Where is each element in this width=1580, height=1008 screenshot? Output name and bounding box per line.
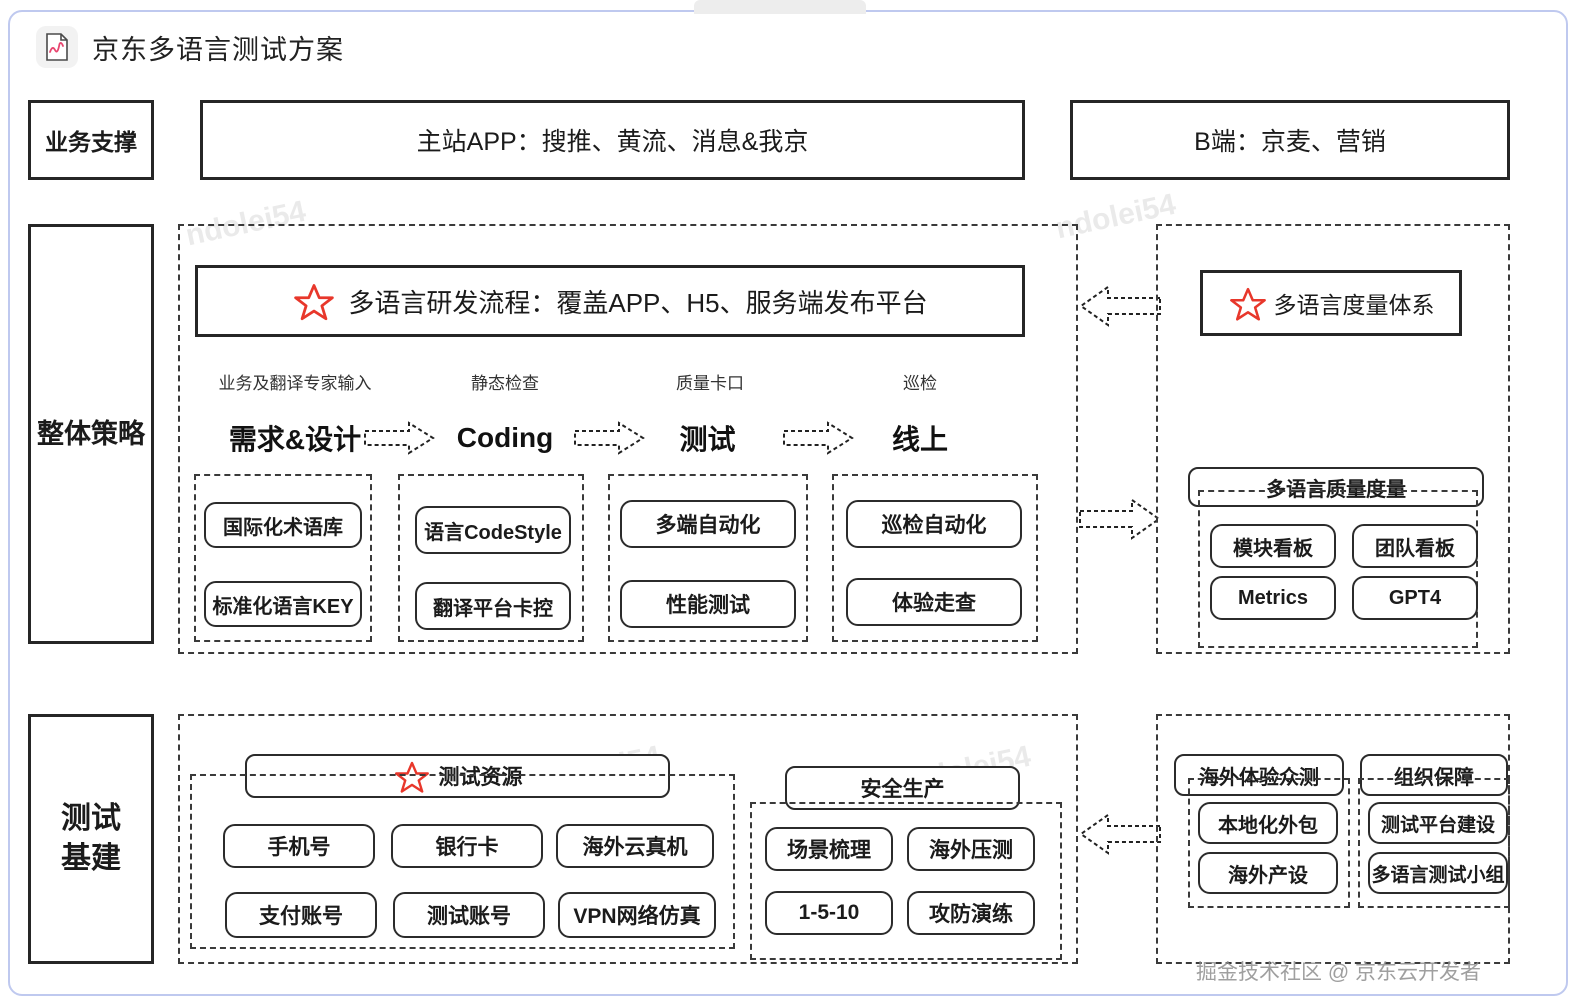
infra-right-group-0-title: 海外体验众测 (1174, 754, 1344, 796)
document-chart-icon (36, 26, 78, 68)
strategy-item-3-1[interactable]: 体验走查 (846, 578, 1022, 626)
metrics-item-3[interactable]: GPT4 (1352, 576, 1478, 620)
watermark-text: 掘金技术社区 @ 京东云开发者 (1196, 961, 1481, 984)
test-resource-title-text: 测试资源 (438, 766, 523, 789)
infra-right-group-1-item-0[interactable]: 测试平台建设 (1368, 802, 1508, 844)
business-main-app-box: 主站APP：搜推、黄流、消息&我京 (200, 100, 1025, 180)
flow-stage-2: 测试 (679, 424, 736, 455)
safe-production-item-0[interactable]: 场景梳理 (765, 827, 893, 871)
strategy-column-3 (832, 474, 1038, 642)
section-label-test-infrastructure-text: 测试基建 (61, 801, 121, 876)
infra-right-group-1-item-1[interactable]: 多语言测试小组 (1368, 852, 1508, 894)
infra-middle-container (178, 714, 1078, 964)
section-label-overall-strategy-text: 整体策略 (37, 418, 145, 449)
section-label-overall-strategy: 整体策略 (28, 224, 154, 644)
metrics-title-text: 多语言度量体系 (1273, 292, 1435, 318)
stage-caption-2: 质量卡口 (676, 373, 744, 393)
strategy-item-2-0[interactable]: 多端自动化 (620, 500, 796, 548)
strategy-item-3-0[interactable]: 巡检自动化 (846, 500, 1022, 548)
test-resource-item-3[interactable]: 支付账号 (225, 892, 377, 938)
test-resource-item-4[interactable]: 测试账号 (393, 892, 545, 938)
infra-right-group-0-item-0[interactable]: 本地化外包 (1198, 802, 1338, 844)
section-label-business-support: 业务支撑 (28, 100, 154, 180)
test-resource-item-5[interactable]: VPN网络仿真 (558, 892, 716, 938)
test-resource-item-1[interactable]: 银行卡 (391, 824, 543, 868)
section-label-test-infrastructure: 测试基建 (28, 714, 154, 964)
strategy-column-2 (608, 474, 808, 642)
red-star-icon (1228, 286, 1268, 324)
page-title: 京东多语言测试方案 (92, 34, 344, 65)
strategy-item-0-1[interactable]: 标准化语言KEY (204, 581, 362, 627)
safe-production-container (750, 802, 1062, 960)
red-star-icon (292, 282, 336, 324)
business-b-side-box: B端：京麦、营销 (1070, 100, 1510, 180)
dashed-arrow-right-icon (782, 420, 854, 456)
metrics-item-0[interactable]: 模块看板 (1210, 524, 1336, 568)
dashed-arrow-right-icon (1078, 497, 1162, 541)
test-resource-item-2[interactable]: 海外云真机 (556, 824, 714, 868)
strategy-column-1 (398, 474, 584, 642)
safe-production-item-1[interactable]: 海外压测 (907, 827, 1035, 871)
strategy-item-2-1[interactable]: 性能测试 (620, 580, 796, 628)
strategy-item-0-0[interactable]: 国际化术语库 (204, 502, 362, 548)
strategy-item-1-0[interactable]: 语言CodeStyle (415, 506, 571, 554)
dashed-arrow-left-icon (1078, 284, 1162, 328)
flow-title-box: 多语言研发流程：覆盖APP、H5、服务端发布平台 (195, 265, 1025, 337)
safe-production-item-3[interactable]: 攻防演练 (907, 891, 1035, 935)
stage-caption-0: 业务及翻译专家输入 (218, 373, 372, 393)
safe-production-item-2[interactable]: 1-5-10 (765, 891, 893, 935)
dashed-arrow-right-icon (573, 420, 645, 456)
test-resource-item-0[interactable]: 手机号 (223, 824, 375, 868)
dashed-arrow-right-icon (363, 420, 435, 456)
infra-right-group-1-title: 组织保障 (1360, 754, 1508, 796)
flow-title-text: 多语言研发流程：覆盖APP、H5、服务端发布平台 (348, 287, 928, 318)
stage-caption-3: 巡检 (903, 373, 937, 393)
metrics-title-box: 多语言度量体系 (1200, 270, 1462, 336)
test-resource-title-box: 测试资源 (245, 754, 670, 798)
page-header: 京东多语言测试方案 (36, 26, 344, 68)
stage-caption-1: 静态检查 (471, 373, 539, 393)
metrics-item-2[interactable]: Metrics (1210, 576, 1336, 620)
metrics-outer-container (1156, 224, 1510, 654)
red-star-icon (393, 760, 431, 796)
flow-stage-3: 线上 (891, 424, 948, 455)
strategy-item-1-1[interactable]: 翻译平台卡控 (415, 582, 571, 630)
infra-right-group-0-item-1[interactable]: 海外产设 (1198, 852, 1338, 894)
strategy-column-0 (194, 474, 372, 642)
infra-right-group-0-container (1188, 778, 1350, 908)
flow-stage-0: 需求&设计 (228, 424, 362, 455)
window-tab-stub (694, 0, 866, 14)
page-frame: 京东多语言测试方案 ndolei54 ndolei54 ndolei54 ndo… (8, 0, 1568, 996)
strategy-middle-container (178, 224, 1078, 654)
infra-right-group-1-container (1358, 778, 1510, 908)
metrics-item-1[interactable]: 团队看板 (1352, 524, 1478, 568)
metrics-group-container (1198, 490, 1478, 648)
flow-stage-1: Coding (456, 422, 554, 453)
dashed-arrow-left-icon (1078, 812, 1162, 856)
test-resource-container (190, 774, 735, 949)
metrics-group-title: 多语言质量度量 (1188, 467, 1484, 507)
